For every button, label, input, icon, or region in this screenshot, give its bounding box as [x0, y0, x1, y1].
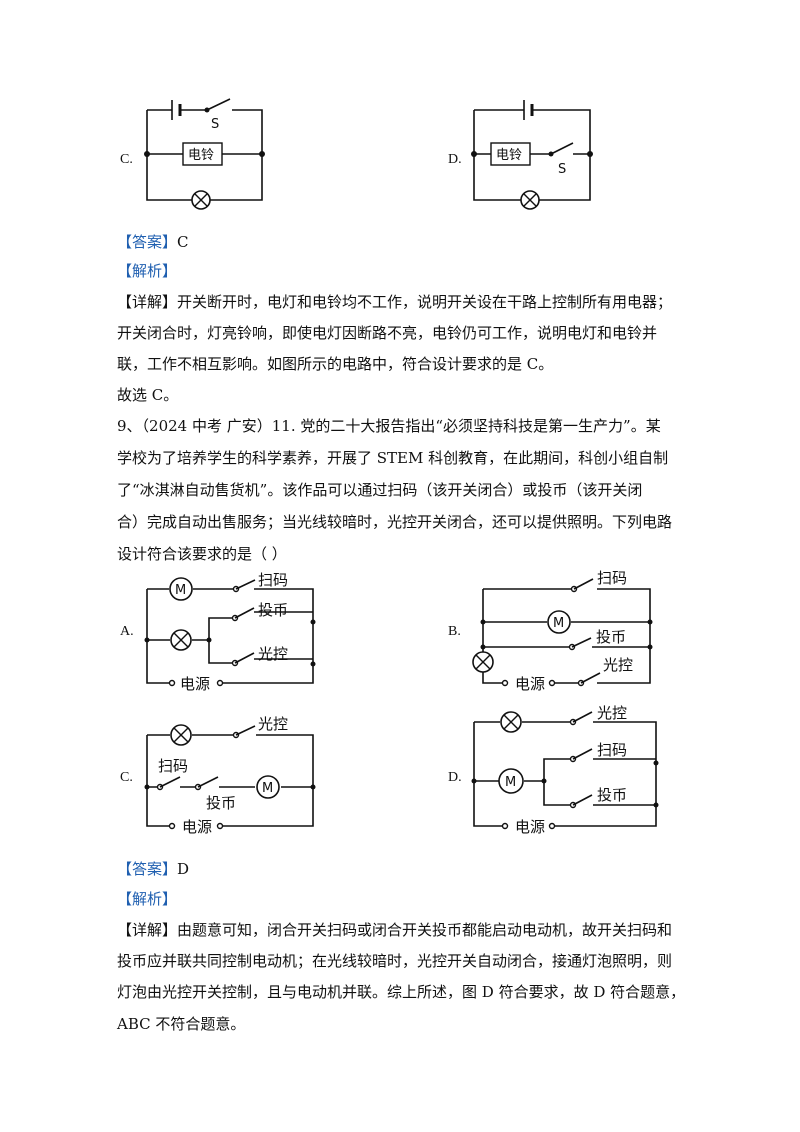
svg-text:M: M	[175, 583, 186, 598]
switch-scan-icon	[570, 578, 594, 593]
option-c2-label: C.	[120, 770, 133, 785]
detail-line-1: 【详解】由题意可知，闭合开关扫码或闭合开关投币都能启动电动机，故开关扫码和	[117, 920, 672, 940]
detail-line-2: 开关闭合时，灯亮铃响，即使电灯因断路不亮，电铃仍可工作，说明电灯和电铃并	[117, 324, 658, 342]
detail-line-3: 联，工作不相互影响。如图所示的电路中，符合设计要求的是 C。	[117, 355, 554, 373]
answer-line: 【答案】D	[117, 859, 189, 879]
circuit-q9-a: M 扫码 投币 光控 电源	[144, 571, 316, 693]
circuit-q9-c: 光控 扫码 投币 M 电源	[144, 715, 316, 836]
scan-label: 扫码	[597, 741, 627, 759]
lamp-icon	[191, 190, 211, 210]
lamp-icon	[472, 651, 494, 673]
switch-scan-icon	[232, 579, 256, 593]
coin-label: 投币	[596, 628, 626, 646]
power-source	[168, 679, 224, 687]
light-label: 光控	[258, 715, 288, 733]
switch-icon	[204, 98, 231, 113]
option-c-label: C.	[120, 152, 133, 167]
answer-tag: 【答案】	[117, 233, 178, 251]
analysis-tag: 【解析】	[117, 890, 178, 908]
option-b-label: B.	[448, 624, 461, 639]
lamp-icon	[170, 724, 192, 746]
circuit-q8-c: S 电铃	[144, 98, 265, 210]
detail-tag: 【详解】	[117, 921, 178, 939]
switch-scan-icon	[156, 776, 181, 791]
detail-tag: 【详解】	[117, 293, 178, 311]
answer-value: C	[177, 233, 189, 251]
question-9-line-1: 9、（2024 中考 广安）11. 党的二十大报告指出“必须坚持科技是第一生产力…	[117, 417, 661, 435]
coin-label: 投币	[258, 601, 288, 619]
option-a-label: A.	[120, 624, 134, 639]
question-9-line-4: 合）完成自动出售服务；当光线较暗时，光控开关闭合，还可以提供照明。下列电路	[117, 513, 673, 531]
detail-text: 开关断开时，电灯和电铃均不工作，说明开关设在干路上控制所有用电器；	[177, 293, 673, 311]
answer-line: 【答案】C	[117, 232, 189, 252]
coin-label: 投币	[597, 786, 627, 804]
power-label: 电源	[180, 675, 210, 693]
switch-coin-icon	[231, 607, 255, 622]
switch-light-icon	[232, 725, 256, 739]
power-source	[501, 679, 556, 687]
lamp-icon	[500, 711, 522, 733]
detail-text: 由题意可知，闭合开关扫码或闭合开关投币都能启动电动机，故开关扫码和	[177, 921, 673, 939]
question-9-line-3: 了“冰淇淋自动售货机”。该作品可以通过扫码（该开关闭合）或投币（该开关闭	[117, 481, 643, 499]
electric-bell-label: 电铃	[188, 148, 214, 163]
question-9-line-5: 设计符合该要求的是（ ）	[117, 545, 287, 563]
option-d2-label: D.	[448, 770, 462, 785]
switch-coin-icon	[194, 776, 219, 791]
light-label: 光控	[258, 645, 288, 663]
lamp-icon	[170, 629, 192, 651]
svg-text:M: M	[505, 775, 516, 790]
lamp-icon	[520, 190, 540, 210]
power-source	[168, 822, 224, 830]
detail-line-4: ABC 不符合题意。	[117, 1015, 246, 1033]
scan-label: 扫码	[258, 571, 288, 589]
light-label: 光控	[603, 656, 633, 674]
detail-line-2: 投币应并联共同控制电动机；在光线较暗时，光控开关自动闭合，接通灯泡照明，则	[117, 952, 673, 970]
electric-bell-label: 电铃	[496, 148, 522, 163]
battery-icon	[171, 100, 182, 120]
answer-value: D	[177, 860, 190, 878]
light-label: 光控	[597, 704, 627, 722]
switch-label: S	[558, 162, 566, 177]
scan-label: 扫码	[597, 569, 627, 587]
detail-line-3: 灯泡由光控开关控制，且与电动机并联。综上所述，图 D 符合要求，故 D 符合题意…	[117, 983, 686, 1001]
power-label: 电源	[515, 818, 545, 836]
power-source	[501, 822, 556, 830]
option-d-label: D.	[448, 152, 462, 167]
switch-label: S	[211, 117, 219, 132]
answer-tag: 【答案】	[117, 860, 178, 878]
electric-bell-box	[182, 142, 223, 166]
circuit-q8-d: 电铃 S	[471, 100, 593, 210]
electric-bell-box	[490, 142, 531, 166]
circuit-q9-d: 光控 M 扫码 投币 电源	[471, 704, 659, 836]
motor-icon: M	[256, 775, 280, 799]
circuit-q9-b: 扫码 M 投币 光控 电源	[472, 569, 653, 693]
svg-text:M: M	[553, 616, 564, 631]
question-9-line-2: 学校为了培养学生的科学素养，开展了 STEM 科创教育，在此期间，科创小组自制	[117, 449, 669, 467]
detail-line-1: 【详解】开关断开时，电灯和电铃均不工作，说明开关设在干路上控制所有用电器；	[117, 292, 672, 312]
switch-icon	[548, 142, 574, 157]
detail-line-4: 故选 C。	[117, 386, 179, 404]
scan-label: 扫码	[158, 757, 188, 775]
power-label: 电源	[182, 818, 212, 836]
motor-icon: M	[547, 610, 571, 634]
switch-coin-icon	[568, 637, 592, 651]
switch-scan-icon	[569, 748, 593, 763]
battery-icon	[523, 100, 534, 120]
analysis-tag: 【解析】	[117, 262, 178, 280]
motor-icon: M	[498, 768, 524, 794]
switch-light-icon	[577, 672, 601, 687]
switch-light-icon	[569, 711, 593, 726]
svg-text:M: M	[262, 781, 273, 796]
coin-label: 投币	[206, 794, 236, 812]
switch-coin-icon	[569, 794, 593, 809]
switch-light-icon	[231, 652, 255, 667]
power-label: 电源	[515, 675, 545, 693]
motor-icon: M	[169, 577, 193, 601]
